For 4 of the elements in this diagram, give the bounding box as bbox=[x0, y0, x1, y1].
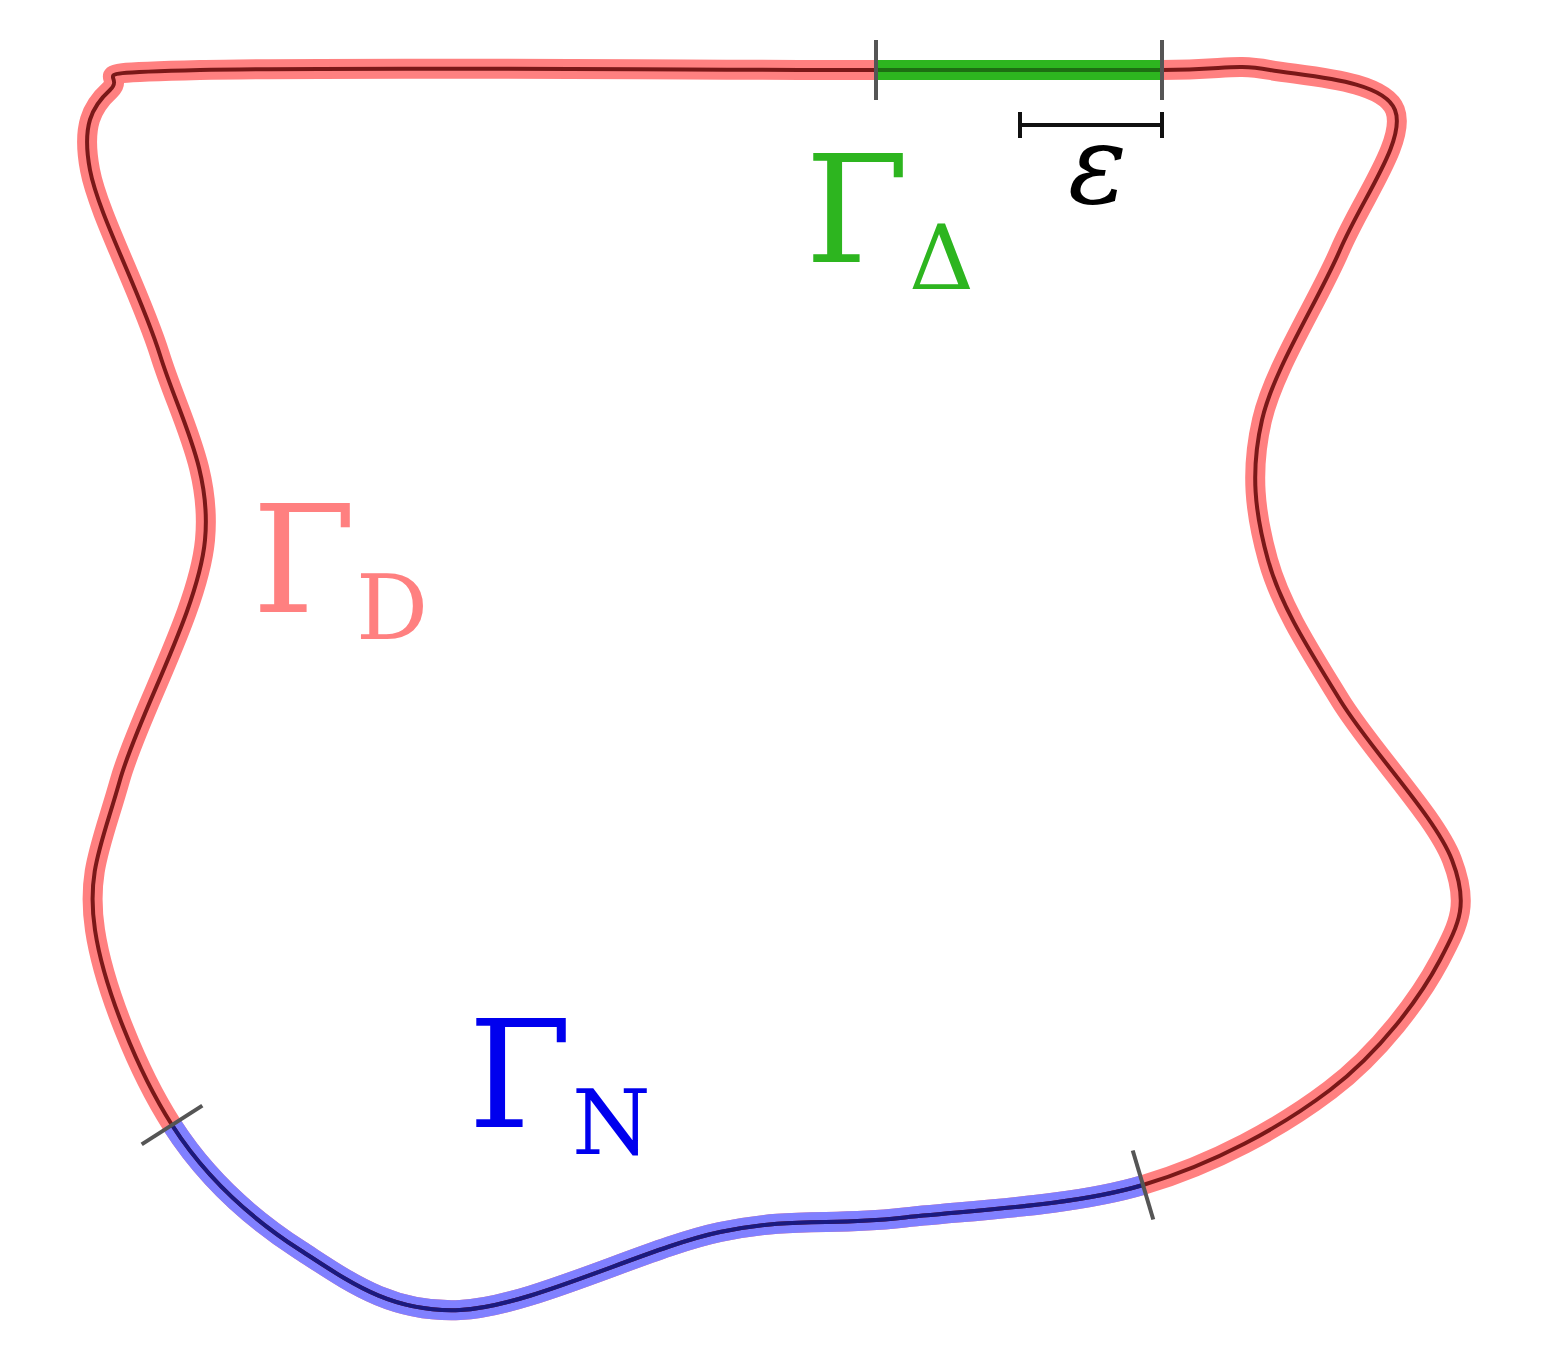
boundary-label: Γ$_{D}$ bbox=[252, 485, 429, 653]
boundary-label: Γ$_{Δ}$ bbox=[805, 135, 975, 303]
dimension-label: ε bbox=[1068, 110, 1128, 220]
boundary-label: Γ$_{N}$ bbox=[468, 1000, 651, 1168]
